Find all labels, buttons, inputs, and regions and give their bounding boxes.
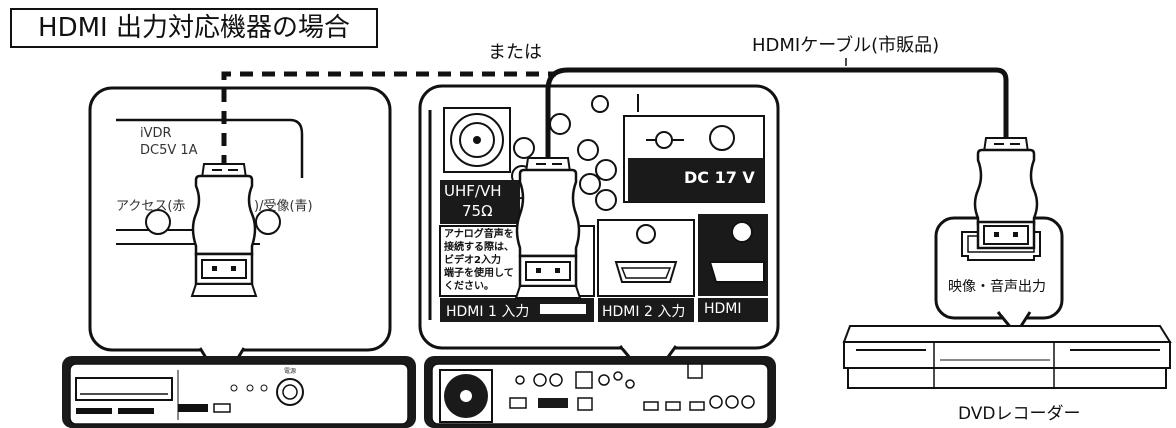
tuner-callout-panel: [418, 84, 780, 385]
note-line: 接続する際は、: [444, 242, 514, 253]
uhf-label: UHF/VH: [444, 182, 502, 200]
impedance-label: 75Ω: [462, 202, 493, 220]
hdmi-plug-left: [190, 163, 258, 297]
note-line: 端子を使用して: [444, 268, 514, 279]
note-line: ください。: [444, 281, 494, 292]
cable-dashed: [221, 71, 556, 168]
hdmi-plug-right: [973, 137, 1039, 250]
hdmi3-label: HDMI: [704, 301, 742, 317]
dc-label: DC 17 V: [684, 168, 755, 187]
front-device-left: [62, 356, 416, 428]
note-line: ビデオ2入力: [444, 255, 501, 266]
cable-label: HDMIケーブル(市販品): [752, 35, 940, 56]
or-label: または: [488, 42, 542, 63]
ivdr-label: iVDR: [140, 126, 172, 141]
av-output-label: 映像・音声出力: [948, 279, 1046, 295]
dvd-recorder-label: DVDレコーダー: [958, 404, 1081, 424]
hdmi1-label: HDMI 1 入力: [446, 304, 530, 320]
power-tiny-label: 電源: [284, 368, 297, 375]
page-title: HDMI 出力対応機器の場合: [10, 8, 378, 48]
rear-device-middle: [424, 356, 776, 428]
hdmi-cable: [545, 58, 1009, 164]
analog-note: アナログ音声を 接続する際は、 ビデオ2入力 端子を使用して ください。: [444, 228, 514, 293]
hdmi2-label: HDMI 2 入力: [602, 304, 686, 320]
ivdr-power-label: DC5V 1A: [140, 143, 198, 158]
receive-label: )/受像(青): [254, 199, 313, 214]
access-label: アクセス(赤: [116, 199, 186, 214]
note-line: アナログ音声を: [444, 229, 514, 240]
hdmi-plug-middle: [514, 157, 582, 299]
